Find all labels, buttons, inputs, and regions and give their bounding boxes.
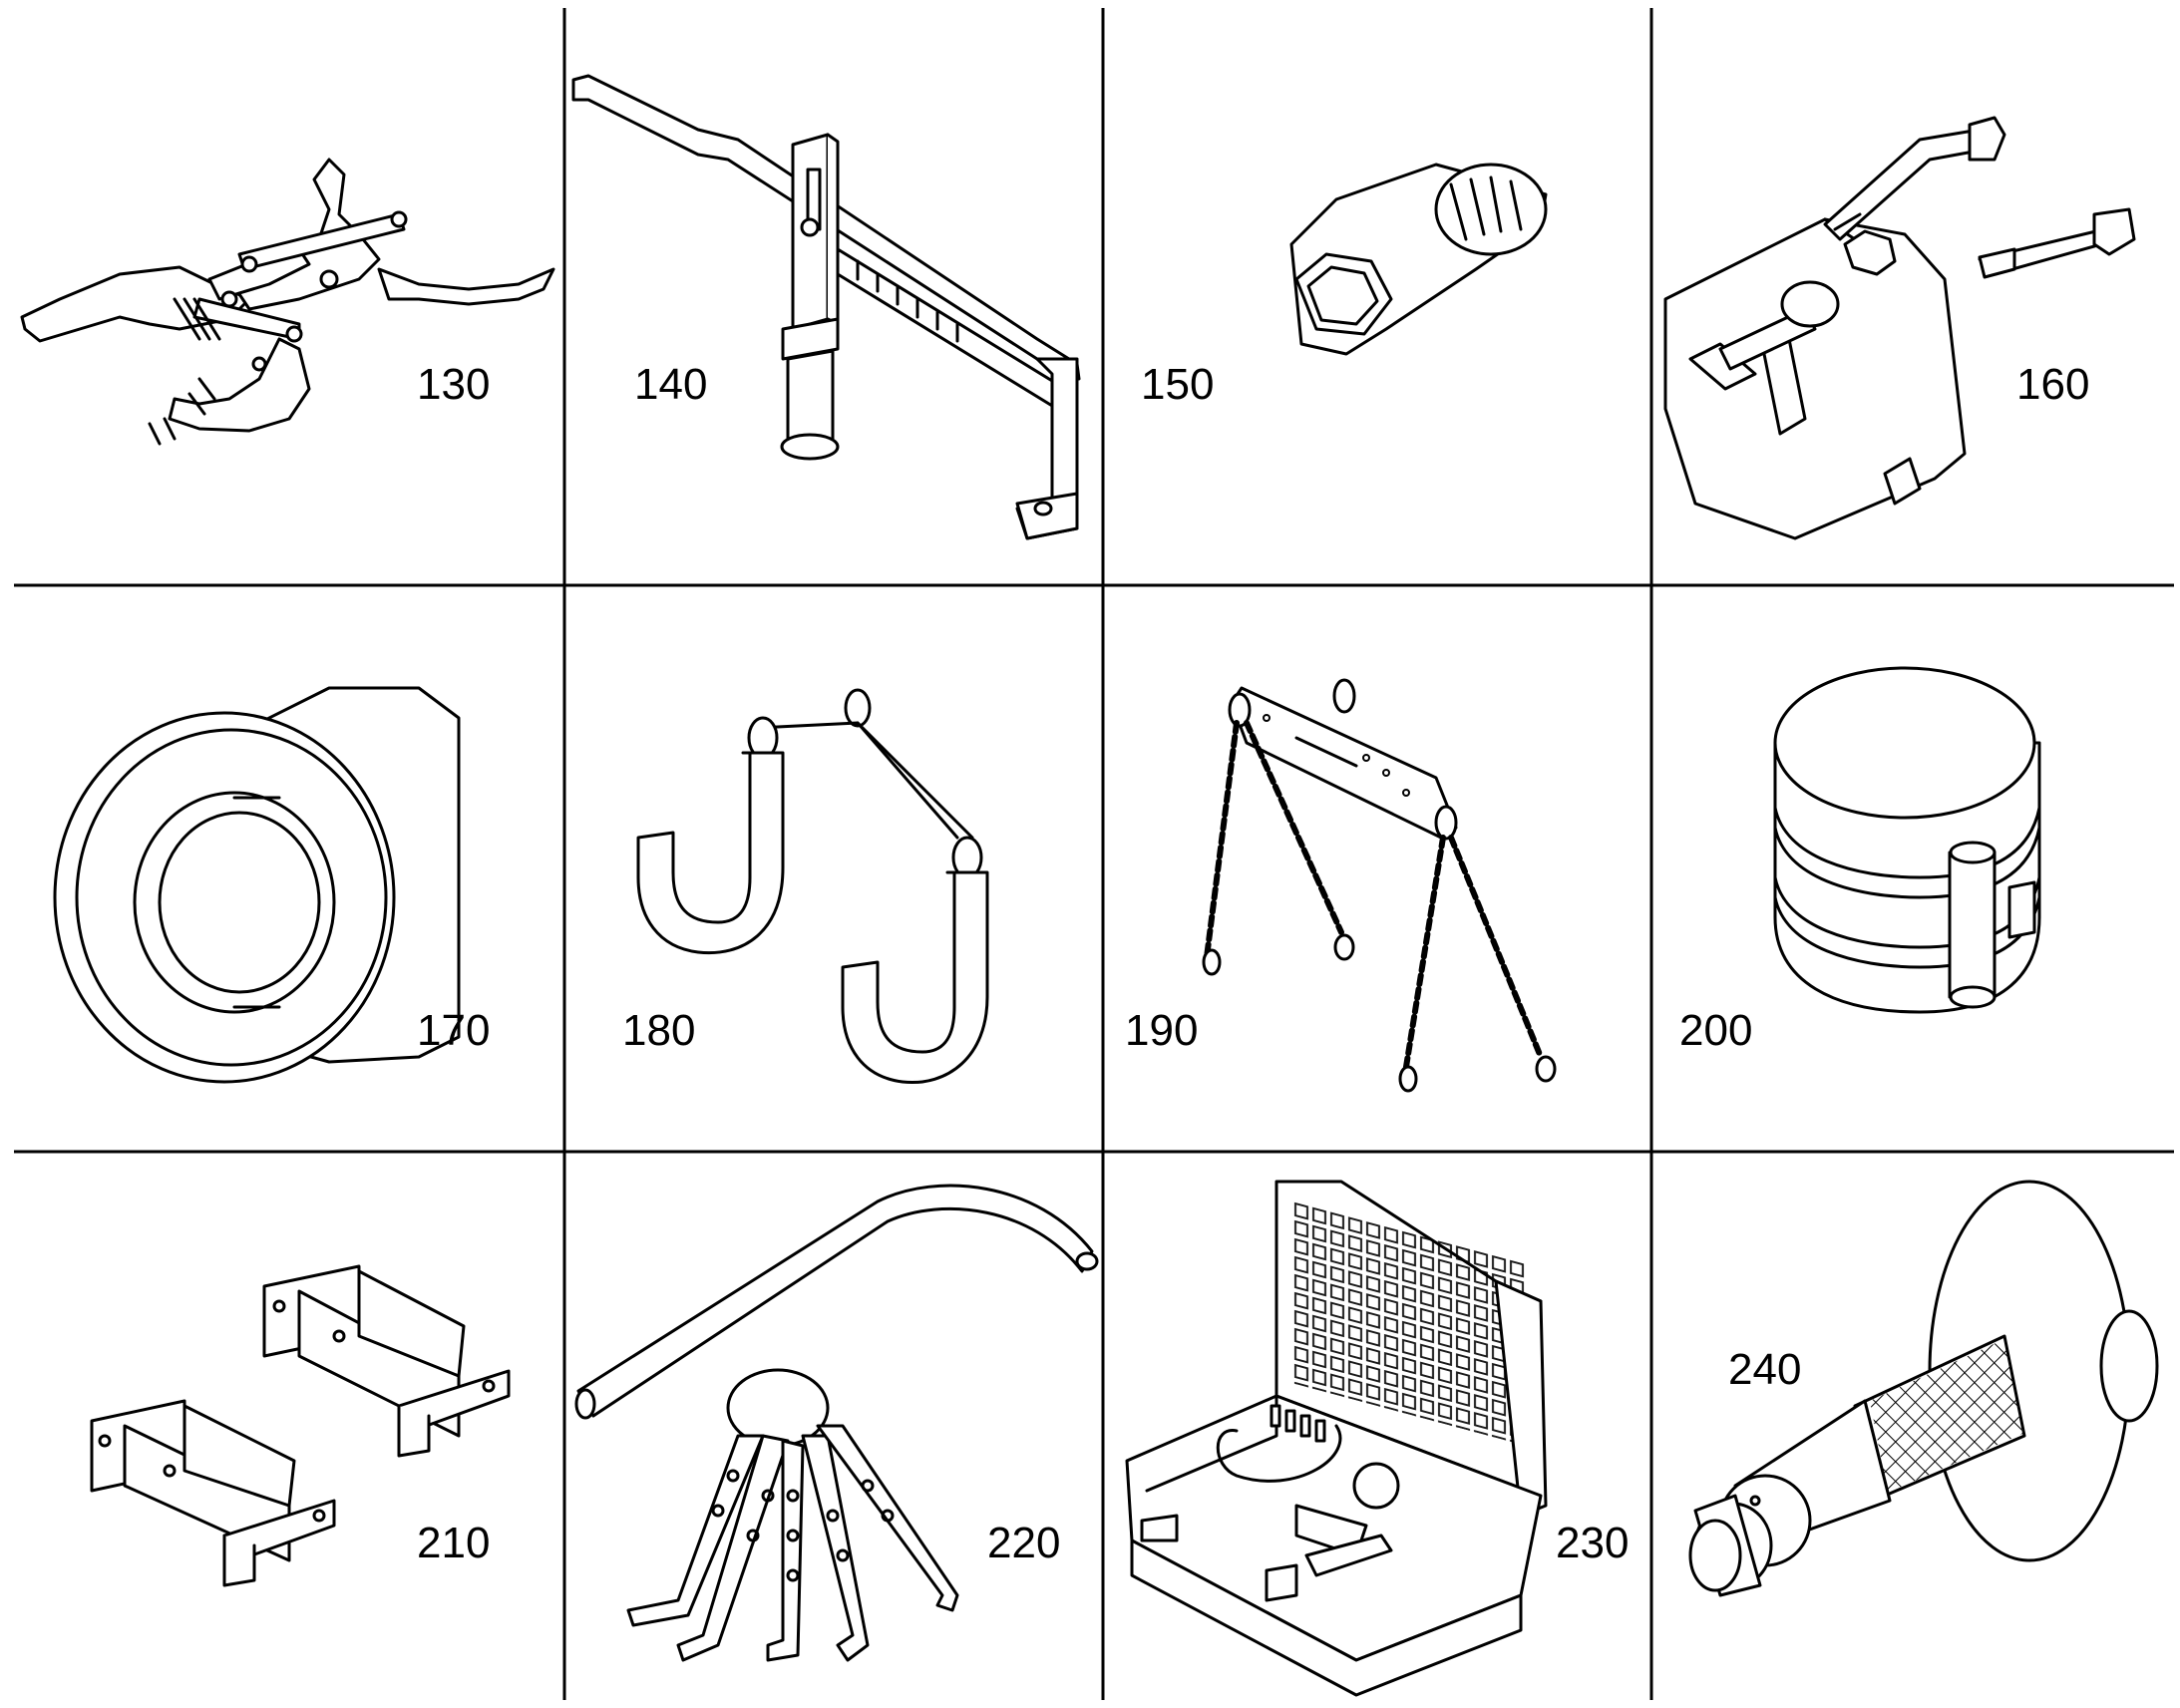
part-number-150: 150 <box>1141 360 1214 409</box>
part-number-220: 220 <box>987 1519 1060 1567</box>
timing-gauge-bar-icon <box>571 74 1081 540</box>
bracket-puller-with-bolts-icon <box>1663 116 2136 540</box>
part-number-180: 180 <box>622 1006 695 1055</box>
part-number-130: 130 <box>417 360 490 409</box>
lifting-hooks-icon <box>636 688 989 1085</box>
part-number-160: 160 <box>2016 360 2089 409</box>
part-number-200: 200 <box>1679 1006 1752 1055</box>
splined-socket-icon <box>1289 163 1548 356</box>
bar-and-lever-set-icon <box>574 1184 1099 1662</box>
lifting-chain-sling-icon <box>1202 678 1557 1093</box>
seal-installer-ring-icon <box>53 686 461 1084</box>
part-number-170: 170 <box>417 1006 490 1055</box>
support-brackets-icon <box>90 1264 511 1587</box>
knurled-drift-tool-icon <box>1688 1180 2159 1597</box>
pressure-tester-case-icon <box>1125 1180 1548 1697</box>
piston-ring-compressor-icon <box>1773 666 2041 1014</box>
part-number-210: 210 <box>417 1519 490 1567</box>
piston-ring-pliers-icon <box>20 158 555 446</box>
grid-lines <box>14 8 2174 1700</box>
part-number-230: 230 <box>1556 1519 1629 1567</box>
part-number-190: 190 <box>1125 1006 1198 1055</box>
part-number-240: 240 <box>1728 1345 1801 1394</box>
part-number-140: 140 <box>634 360 707 409</box>
